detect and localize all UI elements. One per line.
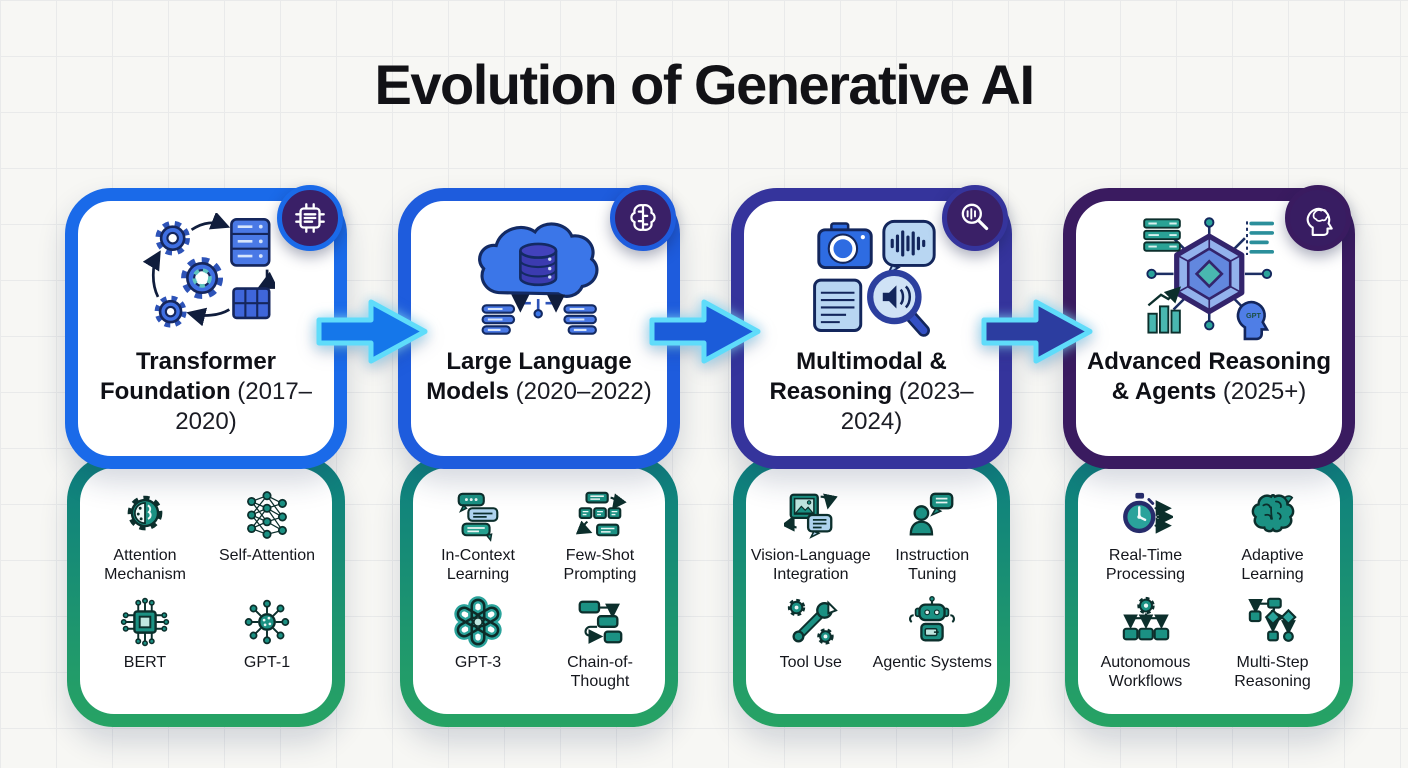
feature-few-shot-prompting: Few-Shot Prompting <box>539 488 661 585</box>
feature-chain-of-thought: Chain-of-Thought <box>539 595 661 692</box>
stage-2-badge <box>610 185 676 251</box>
stage-3-header-card: Multimodal & Reasoning (2023–2024) <box>731 185 1012 469</box>
stage-heading: Large Language Models (2020–2022) <box>419 347 659 407</box>
feature-label: GPT-3 <box>454 653 502 671</box>
feature-label: Attention Mechanism <box>104 547 186 583</box>
feature-label: Vision-Language Integration <box>750 547 871 583</box>
page-title: Evolution of Generative AI <box>374 53 1035 116</box>
stage-3-badge <box>942 185 1008 251</box>
feature-bert: BERT <box>84 595 206 673</box>
feature-label: Real-Time Processing <box>1105 547 1186 583</box>
feature-label: Tool Use <box>779 653 842 671</box>
robot-icon <box>909 595 956 642</box>
brain-icon <box>1251 494 1294 533</box>
gear-brain-icon <box>127 495 163 531</box>
feature-autonomous-workflows: Autonomous Workflows <box>1082 595 1209 692</box>
feature-instruction-tuning: Instruction Tuning <box>872 488 994 585</box>
brain-icon <box>630 204 656 231</box>
multimodal-media-illustration <box>813 219 936 337</box>
feature-tool-use: Tool Use <box>750 595 872 673</box>
feature-gpt-1: GPT-1 <box>206 595 328 673</box>
stage-1-header-card: Transformer Foundation (2017–2020) <box>65 185 347 469</box>
stage-3-features-panel: Vision-Language Integration Instruction … <box>733 455 1010 727</box>
stage-years: (2020–2022) <box>515 378 652 406</box>
stage-name: Multimodal & Reasoning <box>769 348 947 406</box>
hex-network-illustration: GPT <box>1143 217 1274 341</box>
stage-4-features-panel: Real-Time Processing Adaptive Learning <box>1065 455 1353 727</box>
decision-flow-icon <box>1247 597 1297 642</box>
stage-heading: Multimodal & Reasoning (2023–2024) <box>752 347 991 438</box>
feature-label: In-Context Learning <box>441 547 515 583</box>
gears-process-illustration <box>142 213 276 328</box>
stopwatch-speed-icon <box>1122 492 1173 534</box>
feature-label: GPT-1 <box>243 653 291 671</box>
flowchart-chain-icon <box>578 600 623 644</box>
stage-card-multimodal-reasoning: Vision-Language Integration Instruction … <box>731 185 1012 728</box>
flow-arrow-3 <box>981 299 1093 364</box>
feature-label: Few-Shot Prompting <box>563 547 637 583</box>
stage-name: Advanced Reasoning & Agents <box>1086 348 1332 406</box>
stage-years: (2025+) <box>1222 378 1307 406</box>
stage-name: Transformer Foundation <box>99 348 277 406</box>
openai-logo-icon <box>454 595 502 648</box>
radial-network-icon <box>244 599 290 645</box>
feature-in-context-learning: In-Context Learning <box>417 488 539 585</box>
stage-name: Large Language Models <box>426 348 632 406</box>
stage-card-advanced-reasoning-agents: Real-Time Processing Adaptive Learning <box>1063 185 1355 728</box>
feature-label: Chain-of-Thought <box>567 653 633 690</box>
stage-1-badge <box>277 185 343 251</box>
stage-4-header-card: GPT Advanced Reasoning & Agents (2025+) <box>1063 185 1355 469</box>
feature-vision-language-integration: Vision-Language Integration <box>750 488 872 585</box>
svg-text:GPT: GPT <box>1246 311 1262 320</box>
feature-label: Agentic Systems <box>872 653 992 671</box>
feature-multi-step-reasoning: Multi-Step Reasoning <box>1209 595 1336 692</box>
neural-network-icon <box>247 491 287 539</box>
stage-4-badge <box>1285 185 1351 251</box>
stage-2-features-panel: In-Context Learning <box>400 455 678 727</box>
chip-document-icon <box>295 203 325 233</box>
feature-label: Adaptive Learning <box>1241 547 1304 583</box>
feature-label: Autonomous Workflows <box>1100 653 1191 690</box>
stage-2-header-card: Large Language Models (2020–2022) <box>398 185 680 469</box>
feature-real-time-processing: Real-Time Processing <box>1082 488 1209 585</box>
feature-gpt-3: GPT-3 <box>417 595 539 692</box>
image-chat-icon <box>783 493 838 539</box>
stage-card-transformer-foundation: Attention Mechanism Sel <box>65 185 347 728</box>
feature-label: Multi-Step Reasoning <box>1234 653 1311 690</box>
stage-years: (2017–2020) <box>175 378 313 436</box>
microchip-icon <box>120 597 170 646</box>
wrench-gears-icon <box>787 598 838 645</box>
gear-workflow-icon <box>1122 596 1169 641</box>
flow-arrow-1 <box>316 299 428 364</box>
person-chat-icon <box>909 492 954 536</box>
stage-heading: Transformer Foundation (2017–2020) <box>86 347 326 438</box>
stage-heading: Advanced Reasoning & Agents (2025+) <box>1084 347 1334 407</box>
stage-1-features-panel: Attention Mechanism Sel <box>67 455 345 727</box>
feature-attention-mechanism: Attention Mechanism <box>84 488 206 585</box>
chat-bubbles-icon <box>457 492 499 542</box>
feature-self-attention: Self-Attention <box>206 488 328 585</box>
feature-adaptive-learning: Adaptive Learning <box>1209 488 1336 585</box>
feature-label: BERT <box>123 653 167 671</box>
magnifier-waveform-icon <box>961 203 989 231</box>
stage-card-large-language-models: In-Context Learning <box>398 185 680 728</box>
feature-label: Self-Attention <box>218 547 316 564</box>
stage-years: (2023–2024) <box>840 378 974 436</box>
feature-agentic-systems: Agentic Systems <box>872 595 994 673</box>
flow-arrow-2 <box>649 299 761 364</box>
feature-label: Instruction Tuning <box>895 547 970 583</box>
prompt-blocks-icon <box>575 491 627 537</box>
cloud-database-illustration <box>477 222 599 335</box>
head-brain-icon <box>1306 207 1333 236</box>
